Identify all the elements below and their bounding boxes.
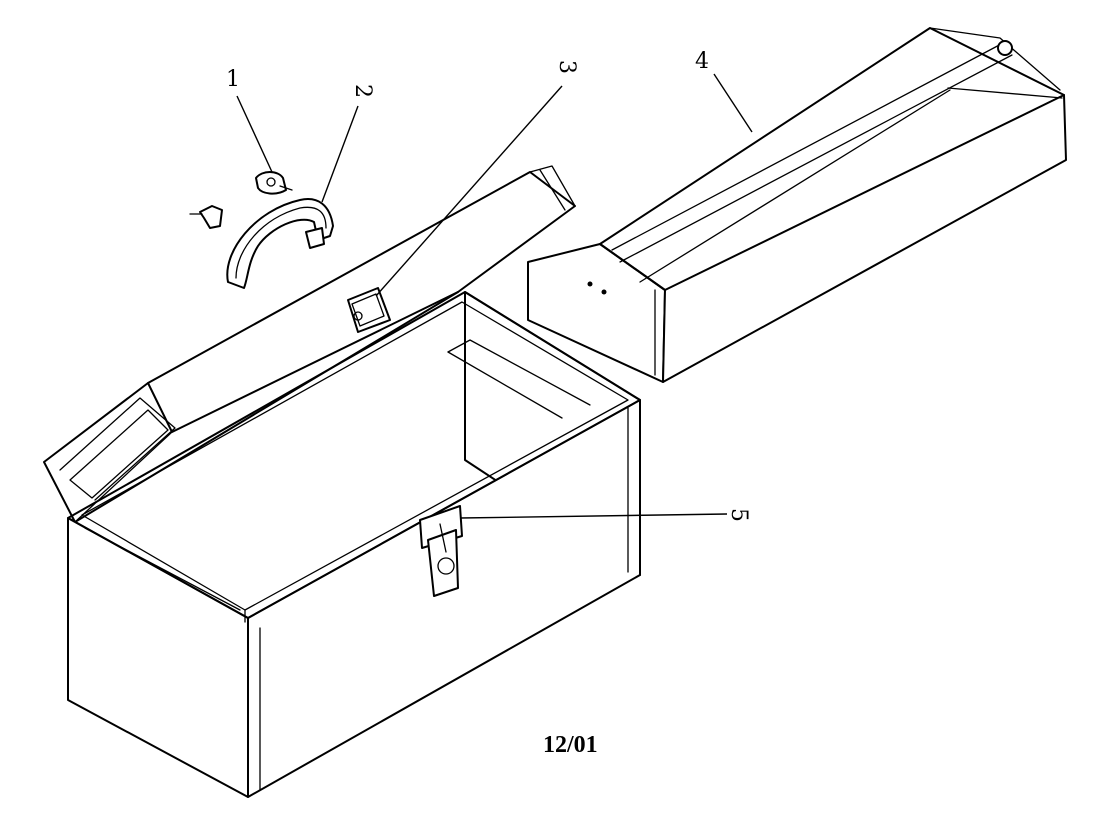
callout-2: 2	[350, 84, 375, 98]
lid	[43, 165, 576, 523]
box-body	[67, 291, 641, 798]
leader-line-5	[459, 513, 728, 519]
latch-part-5	[419, 505, 463, 597]
callout-labels: 1 2 3 4 5	[226, 49, 751, 522]
callout-1: 1	[226, 67, 240, 92]
handle-part-2	[226, 198, 334, 289]
leader-line-2	[321, 105, 359, 203]
hasp-part-3	[347, 287, 391, 333]
leader-line-3	[375, 85, 563, 297]
leader-line-1	[236, 95, 273, 173]
date-code: 12/01	[543, 732, 598, 758]
leader-lines	[236, 73, 753, 519]
callout-4: 4	[695, 49, 709, 74]
leader-line-4	[713, 73, 753, 133]
hardware-part-1	[189, 171, 293, 229]
callout-5: 5	[726, 508, 751, 522]
callout-3: 3	[554, 60, 579, 74]
tray-part-4	[527, 27, 1067, 383]
